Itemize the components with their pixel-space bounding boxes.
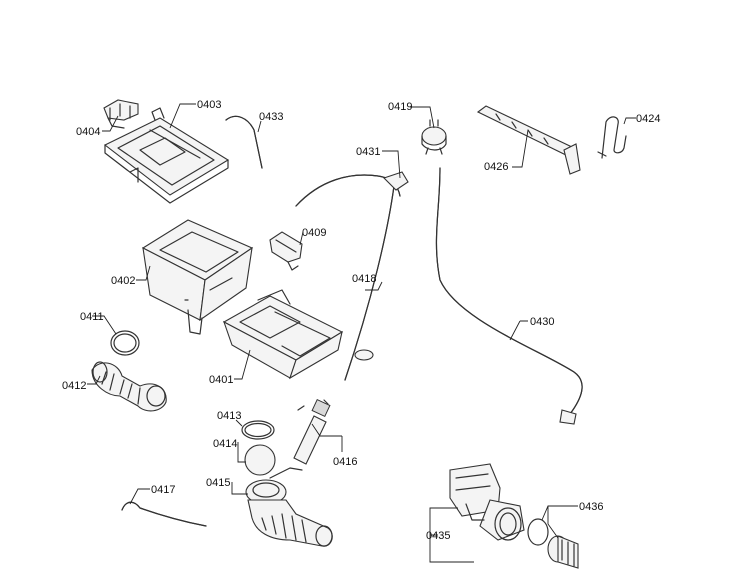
leader-0401 <box>234 349 251 380</box>
label-0411: 0411 <box>80 311 104 323</box>
label-0418: 0418 <box>352 273 376 285</box>
pump-filter-part <box>527 518 579 569</box>
ball-part <box>244 444 276 476</box>
siphon-insert-part <box>269 231 303 271</box>
leader-0402 <box>136 265 151 281</box>
leader-lines <box>87 103 636 563</box>
leader-0431 <box>382 150 401 179</box>
label-0419: 0419 <box>388 101 412 113</box>
part-labels: 0403 0404 0433 0419 0426 0424 0431 0409 … <box>62 99 660 542</box>
leader-0414 <box>237 442 246 463</box>
leader-0415 <box>231 482 248 495</box>
leader-0417 <box>311 423 343 452</box>
leader-0412 <box>87 375 101 385</box>
label-0404: 0404 <box>76 126 100 138</box>
leader-0436 <box>541 505 578 539</box>
label-0417: 0416 <box>333 456 357 468</box>
label-0412: 0412 <box>62 380 86 392</box>
vent-hose-part <box>121 501 207 527</box>
label-0414: 0414 <box>213 438 237 450</box>
leader-0424 <box>623 117 636 125</box>
bellows-hose-part <box>91 361 167 412</box>
heating-element-part <box>293 398 331 465</box>
leader-0416 <box>129 488 150 505</box>
leader-0413 <box>235 419 243 427</box>
label-0416: 0417 <box>151 484 175 496</box>
leader-0430 <box>509 320 528 341</box>
label-0403: 0403 <box>197 99 221 111</box>
clamp-ring-part <box>110 330 140 356</box>
label-0433: 0433 <box>259 111 283 123</box>
dispenser-housing-part <box>141 219 254 335</box>
label-0402: 0402 <box>111 275 135 287</box>
pressure-switch-part <box>421 119 447 155</box>
label-0436: 0436 <box>579 501 603 513</box>
valve-clip-part <box>103 99 139 129</box>
fill-hose-part <box>295 171 409 207</box>
drain-hose-part <box>435 167 583 425</box>
leader-0411 <box>92 315 117 335</box>
seal-ring-part <box>241 420 275 440</box>
label-0426: 0426 <box>484 161 508 173</box>
leader-0403 <box>169 103 196 129</box>
label-0413: 0413 <box>217 410 241 422</box>
hose-holder-part <box>597 116 627 159</box>
label-0415: 0415 <box>206 477 230 489</box>
leader-0419 <box>410 106 435 129</box>
leader-0435 <box>429 507 474 563</box>
dispenser-top-cover-part <box>103 107 230 204</box>
pressure-hose-part <box>344 185 395 381</box>
dispenser-drawer-part <box>222 289 344 380</box>
leader-0404 <box>102 115 119 132</box>
label-0430: 0430 <box>530 316 554 328</box>
leader-0409 <box>299 231 304 246</box>
label-0424: 0424 <box>636 113 660 125</box>
drain-pump-part <box>449 463 525 541</box>
connecting-hose-part <box>225 115 263 169</box>
leader-0426 <box>512 129 529 168</box>
leader-0418 <box>365 281 383 291</box>
label-0435: 0435 <box>426 530 450 542</box>
mounting-rail-part <box>476 105 581 175</box>
label-0409: 0409 <box>302 227 326 239</box>
label-0401: 0401 <box>209 374 233 386</box>
sump-housing-part <box>245 467 333 547</box>
leader-0433 <box>257 120 262 133</box>
label-0431: 0431 <box>356 146 380 158</box>
